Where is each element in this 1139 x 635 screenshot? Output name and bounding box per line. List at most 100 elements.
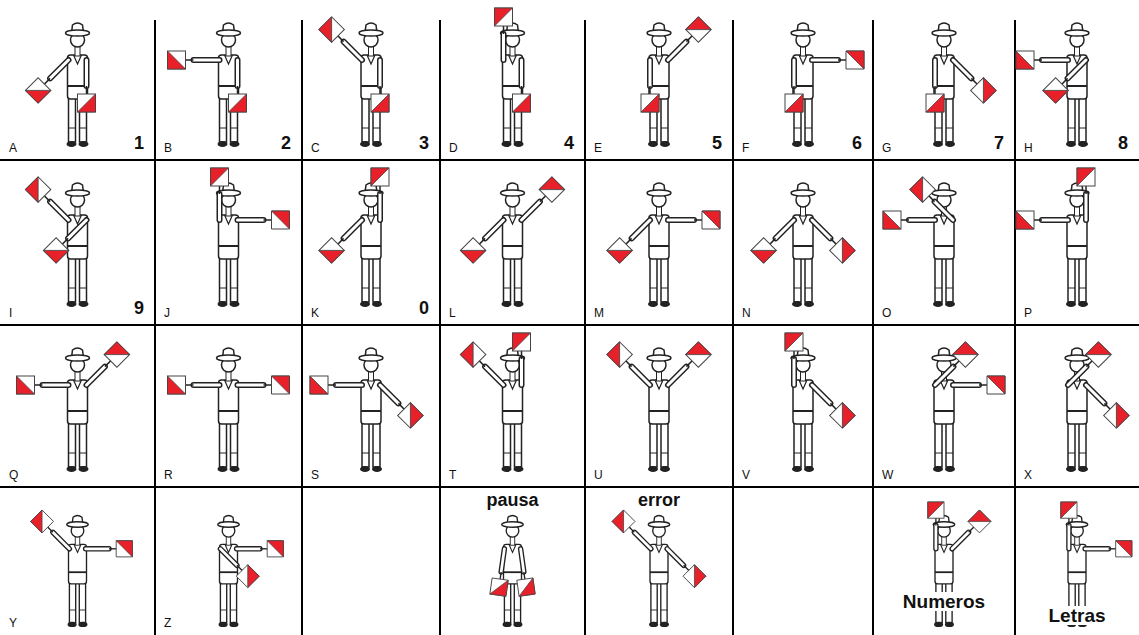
grid-line [872,20,874,635]
sock-line [69,610,75,611]
flag-red-half [25,78,50,103]
sock-line [946,288,953,289]
scout-sleeve [501,549,504,572]
scout-belt [934,245,954,247]
letter-label: X [1023,469,1033,481]
scout-shoe [79,141,89,147]
scout-shoe [933,141,943,147]
semaphore-flag [371,168,389,186]
flag-red-half [1016,51,1034,69]
scout-leg [220,258,227,302]
flag-red-half [987,376,1005,394]
semaphore-flag [116,541,132,557]
flag-white-half [229,94,247,112]
sock-line [373,128,380,129]
scout-sleeve [1042,219,1068,222]
flag-red-half [702,211,720,229]
sock-line [650,128,657,129]
sock-line [805,288,812,289]
letter-label: J [163,307,171,319]
scout-sleeve [634,532,651,549]
scout-leg [373,258,380,302]
semaphore-flag [785,94,803,112]
letter-label: O [881,307,892,319]
scout-figure [319,168,389,307]
scout-arm [909,217,935,223]
sock-line [220,453,227,454]
flag-white-half [686,342,711,367]
scout-arm [519,359,525,385]
semaphore-flag [926,94,944,112]
semaphore-flag [31,510,54,533]
semaphore-flag [104,342,129,367]
semaphore-flag [1077,168,1095,186]
scout-shoe [219,622,228,627]
scout-leg [231,258,238,302]
scout-sleeve [812,385,830,403]
semaphore-flag [398,403,423,428]
flag-white-half [517,578,535,596]
scout-arm [812,220,830,238]
flag-red-half [883,211,901,229]
sock-line [794,288,801,289]
semaphore-flag [310,376,328,394]
scout-figure [785,333,855,472]
scout-sleeve [218,194,221,220]
scout-shoe [360,301,370,307]
sock-line [220,288,227,289]
scout-sleeve [238,384,264,387]
scout-arm [1068,60,1086,78]
sock-line [805,453,812,454]
flag-white-half [751,238,776,263]
scout-sleeve [379,194,382,220]
scout-shoe [79,301,89,307]
flag-white-half [683,565,706,588]
scout-shoe [1078,466,1088,472]
flag-white-half [953,342,978,367]
scout-shoe [792,466,802,472]
scout-sleeve [952,532,969,549]
scout-arm [87,367,105,385]
sock-line [515,453,522,454]
scout-leg [373,423,380,467]
flag-white-half [612,510,635,533]
scout-leg [362,423,369,467]
sock-line [1068,128,1075,129]
sock-line [661,453,668,454]
sock-line [504,453,511,454]
hat-brim [66,190,90,196]
scout-sleeve [194,59,220,62]
scout-arm [935,367,953,385]
scout-leg [946,423,953,467]
scout-shoe [78,622,87,627]
scout-arm [1083,194,1089,220]
scout-leg [650,423,657,467]
grid [0,20,1139,635]
semaphore-flag [517,578,535,596]
signal-label: pausa [485,491,539,509]
scout-belt [935,571,953,573]
scout-sleeve [87,367,105,385]
scout-leg [504,258,511,302]
semaphore-flag [830,238,855,263]
scout-sleeve [1068,367,1086,385]
semaphore-flag [612,510,635,533]
scout-belt [1068,571,1086,573]
scout-leg [805,258,812,302]
scout-leg [80,258,87,302]
scout-shoe [218,141,228,147]
scout-sleeve [336,384,362,387]
scout-figure [168,23,247,147]
semaphore-flag [43,238,68,263]
scout-belt [1067,410,1087,412]
letter-label: T [448,469,457,481]
scout-leg [661,98,668,142]
scout-shoe [67,141,77,147]
scout-shoe [218,301,228,307]
flag-red-half [513,333,531,351]
scout-sleeve [668,219,694,222]
semaphore-flag [1016,211,1034,229]
number-label: 7 [993,134,1005,152]
scout-shoe [804,301,814,307]
scout-sleeve [1068,525,1071,548]
